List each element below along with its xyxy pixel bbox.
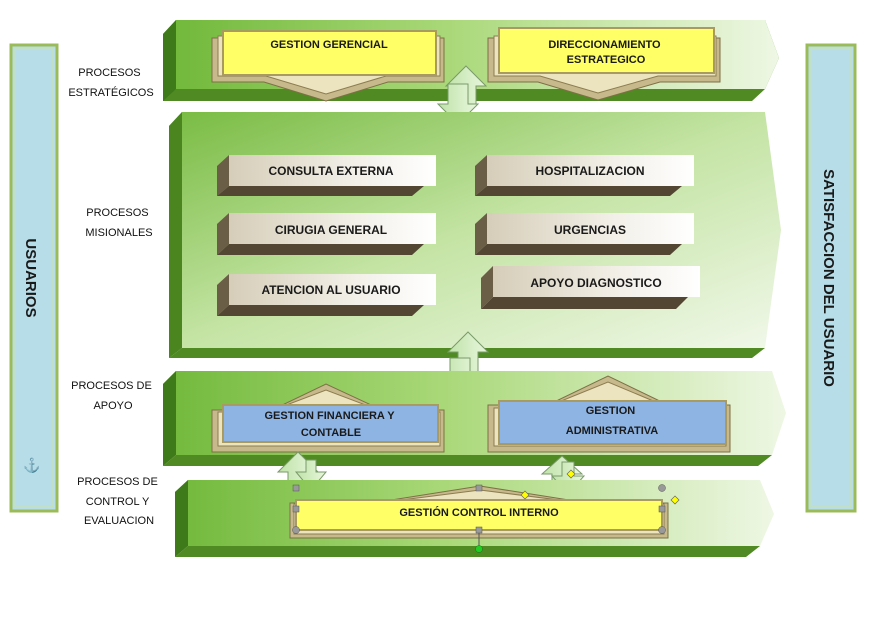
direccionamiento-estrategico-box[interactable]: DIRECCIONAMIENTO ESTRATEGICO bbox=[487, 27, 721, 101]
usuarios-label: USUARIOS bbox=[22, 238, 39, 317]
hospitalizacion-label: HOSPITALIZACION bbox=[535, 164, 644, 178]
cirugia-general-box[interactable]: CIRUGIA GENERAL bbox=[217, 213, 436, 255]
hospitalizacion-box[interactable]: HOSPITALIZACION bbox=[475, 155, 694, 196]
usuarios-panel: USUARIOS ⚓ bbox=[9, 43, 59, 513]
row-label-misionales: PROCESOS MISIONALES bbox=[85, 207, 152, 239]
gestion-control-box[interactable]: GESTIÓN CONTROL INTERNO bbox=[289, 485, 669, 539]
atencion-usuario-label: ATENCION AL USUARIO bbox=[261, 283, 400, 297]
anchor-icon: ⚓ bbox=[23, 457, 40, 474]
row-label-estrategicos: PROCESOS ESTRATÉGICOS bbox=[68, 67, 153, 99]
atencion-usuario-box[interactable]: ATENCION AL USUARIO bbox=[217, 274, 436, 316]
satisfaccion-label: SATISFACCION DEL USUARIO bbox=[820, 169, 837, 387]
urgencias-box[interactable]: URGENCIAS bbox=[475, 213, 694, 255]
row-label-control: PROCESOS DE CONTROL Y EVALUACION bbox=[77, 476, 161, 527]
gestion-administrativa-box[interactable]: GESTION ADMINISTRATIVA bbox=[487, 375, 731, 453]
apoyo-diagnostico-label: APOYO DIAGNOSTICO bbox=[530, 276, 661, 290]
gestion-administrativa-label: GESTION ADMINISTRATIVA bbox=[566, 405, 659, 437]
consulta-externa-box[interactable]: CONSULTA EXTERNA bbox=[217, 155, 436, 196]
cirugia-general-label: CIRUGIA GENERAL bbox=[275, 223, 387, 237]
consulta-externa-label: CONSULTA EXTERNA bbox=[268, 164, 393, 178]
gestion-gerencial-box[interactable]: GESTION GERENCIAL bbox=[211, 30, 445, 102]
selection-handles[interactable] bbox=[292, 469, 680, 553]
gestion-gerencial-label: GESTION GERENCIAL bbox=[270, 39, 388, 51]
row-label-apoyo: PROCESOS DE APOYO bbox=[71, 380, 155, 412]
apoyo-diagnostico-box[interactable]: APOYO DIAGNOSTICO bbox=[481, 266, 700, 309]
direccionamiento-label: DIRECCIONAMIENTO ESTRATEGICO bbox=[548, 39, 663, 66]
satisfaccion-panel: SATISFACCION DEL USUARIO bbox=[805, 43, 857, 513]
urgencias-label: URGENCIAS bbox=[554, 223, 626, 237]
gestion-financiera-box[interactable]: GESTION FINANCIERA Y CONTABLE bbox=[211, 383, 445, 453]
gestion-financiera-label: GESTION FINANCIERA Y CONTABLE bbox=[264, 410, 397, 439]
gestion-control-label: GESTIÓN CONTROL INTERNO bbox=[399, 506, 559, 519]
